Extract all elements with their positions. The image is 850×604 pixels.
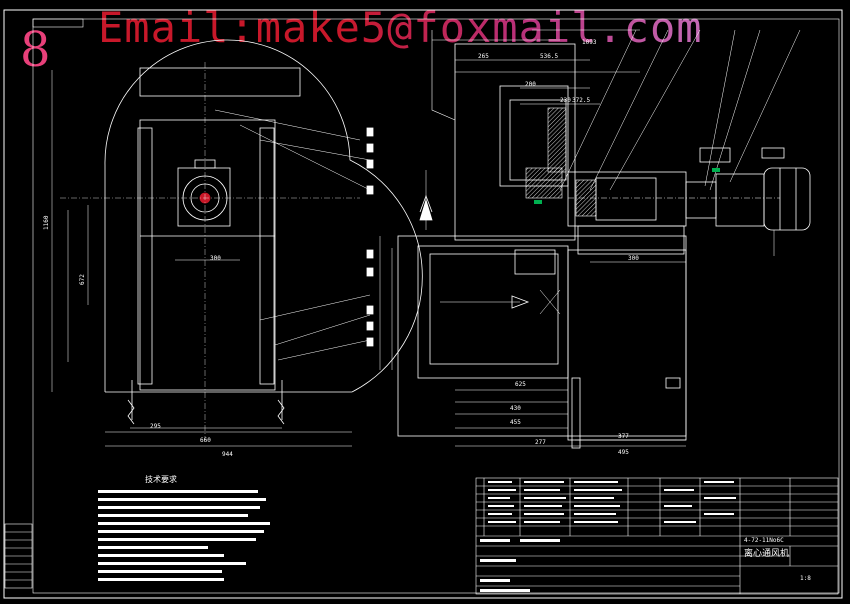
outlet-flange [139,67,301,97]
dim-side-top-b: 536.5 [540,53,558,60]
green-marker [534,200,542,204]
dim-motor-width: 300 [628,255,639,262]
dim-side-bottom-d: 377 [618,433,629,440]
dim-side-bottom-a: 430 [510,405,521,412]
dim-front-center: 672 [79,274,86,285]
dim-side-bottom-f: 625 [515,381,526,388]
dim-side-bottom-b: 455 [510,419,521,426]
volute-housing [104,39,423,393]
tech-requirements-title: 技术要求 [145,474,177,484]
dim-front-height: 1160 [43,215,50,230]
inlet-frame [139,119,276,391]
inner-frame [32,18,840,594]
dim-front-half: 295 [150,423,161,430]
dim-front-width-total: 944 [222,451,233,458]
motor-body [715,173,765,227]
dim-side-bottom-e: 495 [618,449,629,456]
dim-side-top-a: 265 [478,53,489,60]
hatched-impeller [525,167,563,199]
dim-front-width-base: 660 [200,437,211,444]
revision-block [4,523,33,589]
coupling [685,181,717,219]
title-block-name: 离心通风机 [744,547,789,559]
title-block-drawing-no: 1:8 [800,575,811,582]
base-frame [397,235,687,437]
title-block-model: 4-72-11No6C [744,537,784,544]
hatched-flange [547,107,567,173]
dim-side-top-e: 230 [560,97,571,104]
tech-requirements-lines [98,490,270,581]
dim-side-top-f: 372.5 [572,97,590,104]
sheet-number: 8 [20,22,51,78]
front-view [51,39,423,447]
sheet-border [3,9,843,599]
parts-list [475,477,839,595]
hatched-shaft [575,179,597,217]
green-marker-2 [712,168,720,172]
dim-shaft-width: 300 [210,255,221,262]
corner-label-box [32,18,84,28]
parts-list-fill [480,481,736,592]
dim-side-top-d: 1093 [582,39,597,46]
side-view [379,29,811,449]
dim-side-top-c: 200 [525,81,536,88]
dim-side-bottom-c: 277 [535,439,546,446]
